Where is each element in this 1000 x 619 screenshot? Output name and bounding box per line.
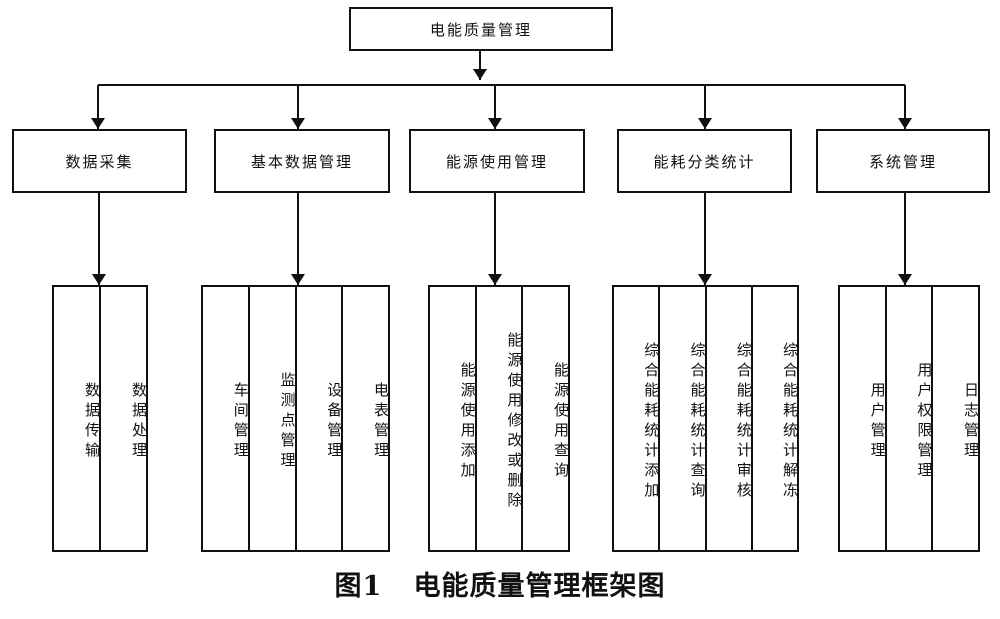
module-label: 系统管理 (868, 152, 937, 171)
root-node: 电能质量管理 (349, 7, 613, 51)
leaf-item: 车间管理 (231, 381, 250, 462)
arrowhead (91, 118, 105, 129)
leaf-item: 能源使用查询 (521, 287, 570, 550)
module-label: 能源使用管理 (445, 152, 548, 171)
leaf-item: 电表管理 (341, 287, 390, 550)
module-node-basic-data: 基本数据管理 (214, 129, 390, 193)
connector-lines (91, 51, 912, 285)
leaf-item: 监测点管理 (247, 287, 297, 550)
leaf-item: 设备管理 (294, 287, 343, 550)
root-node-label: 电能质量管理 (429, 20, 532, 39)
leaf-item: 综合能耗统计添加 (642, 341, 661, 502)
arrowhead (698, 118, 712, 129)
figure-number: 图1 (334, 571, 383, 602)
figure-title: 电能质量管理框架图 (413, 571, 666, 602)
arrowhead (291, 118, 305, 129)
arrowhead (488, 118, 502, 129)
leaf-group-energy-statistics: 综合能耗统计添加 综合能耗统计查询 综合能耗统计审核 综合能耗统计解冻 (612, 285, 799, 552)
leaf-item: 综合能耗统计审核 (704, 287, 753, 550)
arrowhead (92, 274, 106, 285)
leaf-item: 数据处理 (99, 287, 148, 550)
module-node-energy-usage: 能源使用管理 (409, 129, 585, 193)
module-node-system: 系统管理 (816, 129, 990, 193)
module-node-data-collection: 数据采集 (12, 129, 187, 193)
arrowhead (898, 274, 912, 285)
leaf-group-basic-data: 车间管理 监测点管理 设备管理 电表管理 (201, 285, 390, 552)
leaf-item: 用户权限管理 (884, 287, 933, 550)
leaf-item: 数据传输 (83, 381, 101, 462)
module-label: 基本数据管理 (250, 152, 353, 171)
leaf-item: 能源使用修改或删除 (474, 287, 523, 550)
arrowhead (898, 118, 912, 129)
leaf-item: 日志管理 (931, 287, 980, 550)
arrowhead (291, 274, 305, 285)
leaf-group-system: 用户管理 用户权限管理 日志管理 (838, 285, 980, 552)
leaf-group-energy-usage: 能源使用添加 能源使用修改或删除 能源使用查询 (428, 285, 570, 552)
leaf-item: 用户管理 (868, 381, 887, 462)
leaf-item: 综合能耗统计解冻 (750, 287, 799, 550)
leaf-item: 能源使用添加 (458, 361, 477, 482)
module-node-energy-statistics: 能耗分类统计 (617, 129, 792, 193)
leaf-group-data-collection: 数据传输 数据处理 (52, 285, 148, 552)
arrowhead (698, 274, 712, 285)
arrowhead (473, 69, 487, 80)
module-label: 数据采集 (65, 152, 134, 171)
arrowhead (488, 274, 502, 285)
figure-caption: 图1 电能质量管理框架图 (0, 564, 1000, 603)
module-label: 能耗分类统计 (653, 152, 756, 171)
leaf-item: 综合能耗统计查询 (658, 287, 707, 550)
